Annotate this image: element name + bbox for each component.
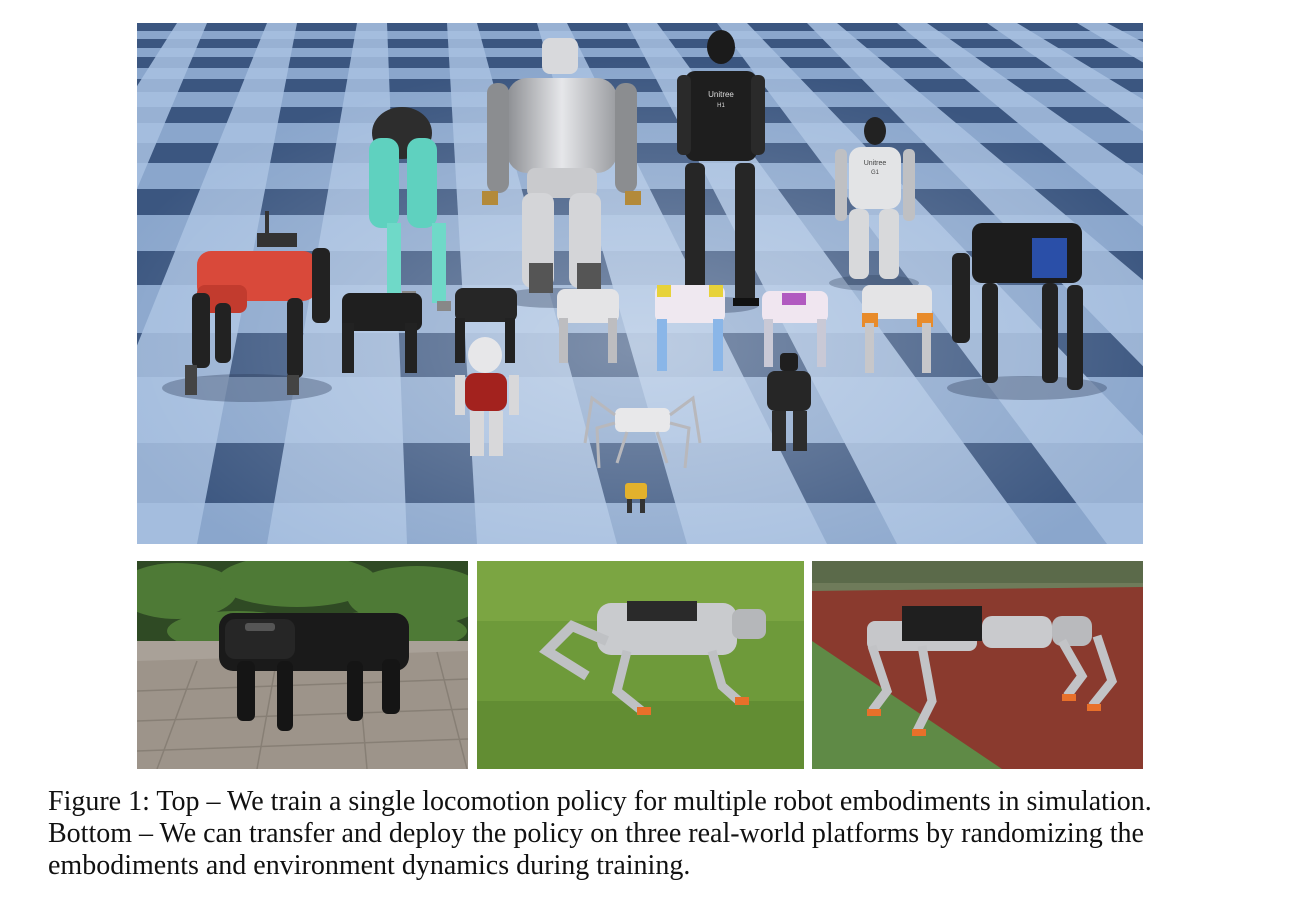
- real-world-photo-silver-quadruped-track: [812, 561, 1143, 769]
- black-quadruped-robot-right: [947, 223, 1107, 400]
- unitree-g1-robot: Unitree G1: [829, 117, 919, 291]
- red-small-humanoid-robot: [455, 337, 519, 456]
- silver-humanoid-robot: [482, 38, 641, 308]
- photo-1-svg: [137, 561, 468, 769]
- simulation-scene-image: Unitree H1 Unitree G1: [137, 23, 1143, 544]
- black-quadruped-robot-2: [455, 288, 517, 363]
- real-world-photo-black-quadruped: [137, 561, 468, 769]
- caption-line-3: embodiments and environment dynamics dur…: [48, 850, 691, 881]
- purple-quadruped-robot: [762, 291, 828, 367]
- black-small-humanoid-robot: [767, 353, 811, 451]
- h1-label-line2: H1: [717, 103, 725, 109]
- photo-3-svg: [812, 561, 1143, 769]
- simulation-scene-svg: Unitree H1 Unitree G1: [137, 23, 1143, 544]
- figure-caption: Figure 1: Top – We train a single locomo…: [48, 786, 1248, 882]
- unitree-h1-robot: Unitree H1: [677, 30, 765, 313]
- white-quadruped-robot: [557, 289, 619, 363]
- red-quadruped-robot: [162, 211, 332, 402]
- caption-line-1: Figure 1: Top – We train a single locomo…: [48, 786, 1152, 817]
- caption-line-2: Bottom – We can transfer and deploy the …: [48, 818, 1144, 849]
- g1-label-line1: Unitree: [864, 160, 887, 167]
- black-quadruped-robot-1: [342, 293, 422, 373]
- hexapod-robot: [583, 395, 702, 469]
- yellow-quadruped-robot: [655, 285, 725, 371]
- g1-label-line2: G1: [871, 170, 880, 176]
- h1-label-line1: Unitree: [708, 90, 734, 99]
- orange-quadruped-robot: [862, 285, 933, 373]
- tiny-yellow-robot: [625, 483, 647, 513]
- real-world-photo-silver-quadruped-grass: [477, 561, 804, 769]
- photo-2-svg: [477, 561, 804, 769]
- teal-biped-robot: [369, 107, 451, 311]
